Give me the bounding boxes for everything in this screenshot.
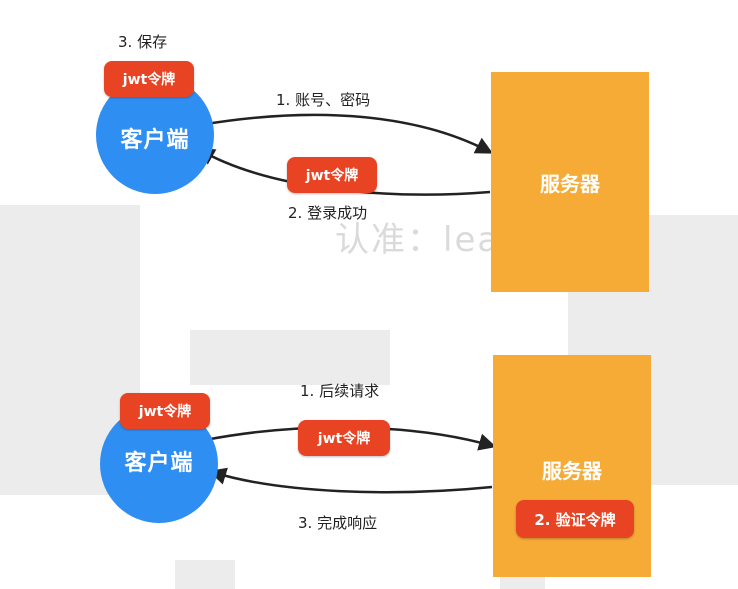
top-client-label: 客户端 (120, 128, 190, 153)
top-response-label: 2. 登录成功 (288, 204, 368, 222)
top-server-label: 服务器 (540, 171, 600, 196)
top-client-token: jwt令牌 (104, 61, 194, 97)
bottom-client-label: 客户端 (124, 451, 194, 476)
watermark-block (175, 560, 235, 589)
bottom-request-token: jwt令牌 (298, 420, 390, 456)
bottom-request-label: 1. 后续请求 (300, 382, 380, 400)
top-request-arrow (199, 113, 494, 154)
bottom-server-label: 服务器 (542, 459, 602, 483)
bottom-response-label: 3. 完成响应 (298, 514, 378, 532)
bottom-client-token: jwt令牌 (120, 393, 210, 429)
bottom-server-box: 服务器 (493, 355, 651, 577)
verify-token-step: 2. 验证令牌 (516, 500, 634, 538)
top-server-box: 服务器 (491, 72, 649, 292)
top-return-token: jwt令牌 (287, 157, 377, 193)
watermark-block (190, 330, 390, 385)
bottom-response-arrow (208, 467, 493, 494)
save-step-label: 3. 保存 (118, 33, 168, 51)
top-request-label: 1. 账号、密码 (276, 91, 371, 109)
